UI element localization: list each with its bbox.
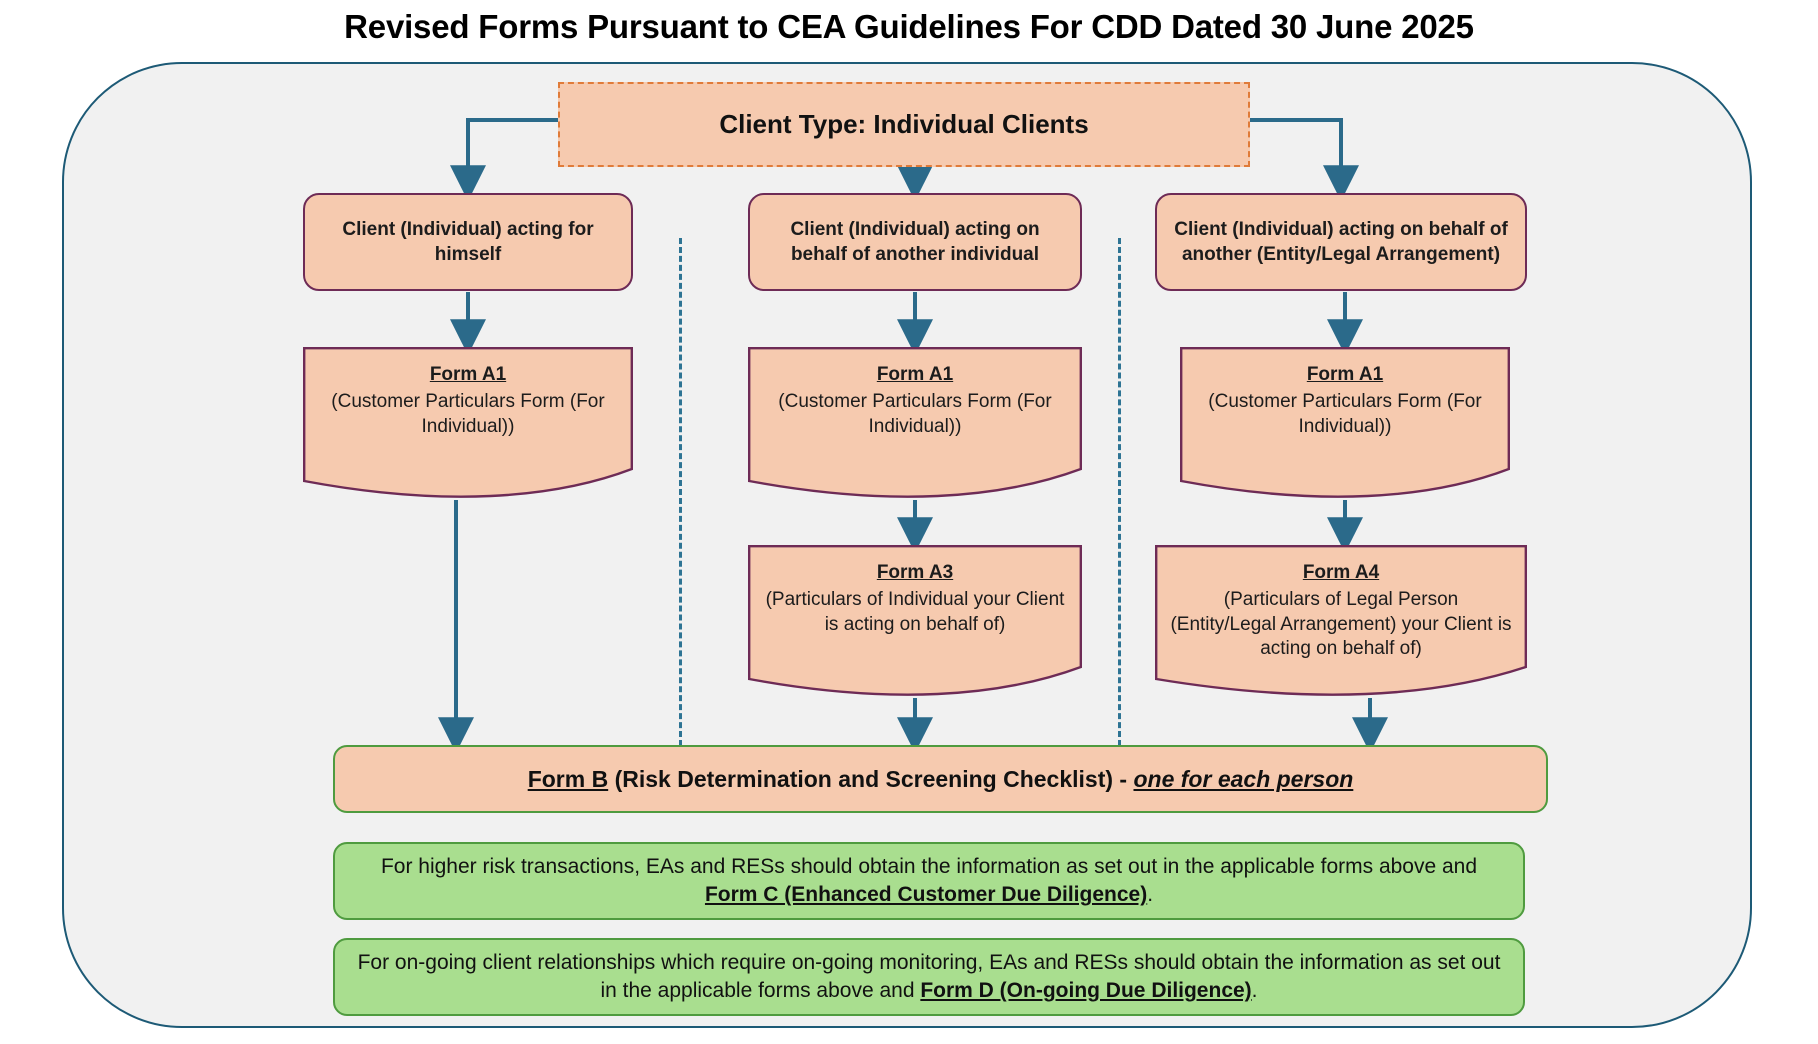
condition-box-entity-legal-arrangement[interactable]: Client (Individual) acting on behalf of … xyxy=(1155,193,1527,291)
note-lead: For on-going client relationships which … xyxy=(357,950,1501,1002)
form-doc-a1-entity[interactable]: Form A1 (Customer Particulars Form (For … xyxy=(1180,347,1510,499)
form-code: Form A1 xyxy=(429,364,507,385)
note-tail: . xyxy=(1251,979,1258,1002)
note-strong: Form C (Enhanced Customer Due Diligence) xyxy=(704,883,1148,906)
form-b-code: Form B xyxy=(527,765,609,792)
client-type-label: Client Type: Individual Clients xyxy=(719,109,1089,139)
form-code: Form A3 xyxy=(876,562,954,583)
form-doc-a1-himself[interactable]: Form A1 (Customer Particulars Form (For … xyxy=(303,347,633,499)
form-code: Form A1 xyxy=(1306,364,1384,385)
form-description: (Particulars of Individual your Client i… xyxy=(765,589,1065,635)
form-description: (Particulars of Legal Person (Entity/Leg… xyxy=(1170,589,1512,659)
form-code: Form A4 xyxy=(1302,562,1380,583)
page-title: Revised Forms Pursuant to CEA Guidelines… xyxy=(344,8,1474,45)
condition-box-himself[interactable]: Client (Individual) acting for himself xyxy=(303,193,633,291)
form-doc-a4[interactable]: Form A4 (Particulars of Legal Person (En… xyxy=(1155,545,1527,697)
condition-label: Client (Individual) acting for himself xyxy=(342,218,594,265)
form-doc-a1-another-individual[interactable]: Form A1 (Customer Particulars Form (For … xyxy=(748,347,1082,499)
note-tail: . xyxy=(1147,883,1154,906)
condition-label: Client (Individual) acting on behalf of … xyxy=(790,218,1040,265)
form-doc-text: Form A1 (Customer Particulars Form (For … xyxy=(303,347,633,439)
form-description: (Customer Particulars Form (For Individu… xyxy=(1208,391,1482,437)
condition-box-another-individual[interactable]: Client (Individual) acting on behalf of … xyxy=(748,193,1082,291)
form-b-box[interactable]: Form B (Risk Determination and Screening… xyxy=(333,745,1548,813)
form-b-emphasis: one for each person xyxy=(1133,765,1354,792)
note-ongoing: For on-going client relationships which … xyxy=(333,938,1525,1016)
form-doc-text: Form A4 (Particulars of Legal Person (En… xyxy=(1155,545,1527,661)
note-higher-risk: For higher risk transactions, EAs and RE… xyxy=(333,842,1525,920)
column-separator-left xyxy=(679,238,682,746)
form-description: (Customer Particulars Form (For Individu… xyxy=(778,391,1052,437)
form-description: (Customer Particulars Form (For Individu… xyxy=(331,391,605,437)
form-doc-text: Form A1 (Customer Particulars Form (For … xyxy=(1180,347,1510,439)
note-lead: For higher risk transactions, EAs and RE… xyxy=(380,854,1478,878)
form-b-middle: (Risk Determination and Screening Checkl… xyxy=(608,765,1134,792)
form-doc-text: Form A3 (Particulars of Individual your … xyxy=(748,545,1082,637)
form-doc-a3[interactable]: Form A3 (Particulars of Individual your … xyxy=(748,545,1082,697)
note-strong: Form D (On-going Due Diligence) xyxy=(920,979,1252,1002)
form-doc-text: Form A1 (Customer Particulars Form (For … xyxy=(748,347,1082,439)
condition-label: Client (Individual) acting on behalf of … xyxy=(1174,218,1508,265)
column-separator-right xyxy=(1118,238,1121,746)
form-code: Form A1 xyxy=(876,364,954,385)
client-type-box[interactable]: Client Type: Individual Clients xyxy=(558,82,1250,167)
